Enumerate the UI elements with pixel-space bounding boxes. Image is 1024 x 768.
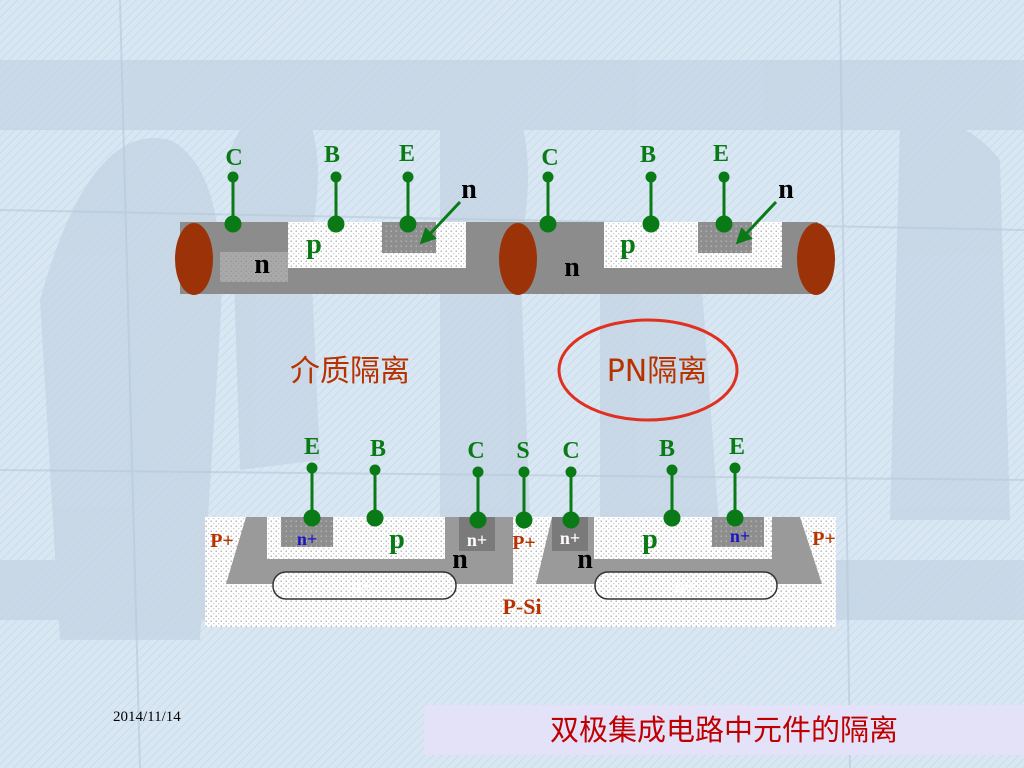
isolation-dielectric-middle — [499, 223, 537, 295]
terminal-b-label: B — [324, 142, 340, 168]
terminal-b-label: B — [659, 436, 675, 462]
top-left-transistor — [180, 222, 520, 294]
slide-title: 双极集成电路中元件的隔离 — [549, 713, 898, 747]
terminal-e-label: E — [304, 434, 320, 460]
p-plus-isolation-label: P+ — [210, 530, 234, 552]
terminal-e-label: E — [713, 141, 729, 167]
terminal-c-label: C — [541, 145, 558, 171]
n-region-label: n — [254, 249, 270, 280]
p-plus-isolation-label: P+ — [512, 532, 536, 554]
terminal-b-label: B — [640, 142, 656, 168]
terminal-c-label: C — [467, 438, 484, 464]
terminal-s-label: S — [516, 438, 529, 464]
n-plus-collector-label: n+ — [560, 528, 580, 548]
n-region-label: n — [577, 544, 593, 575]
emitter-n-label: n — [778, 174, 794, 205]
terminal-c-label: C — [562, 438, 579, 464]
p-base-region — [288, 222, 466, 268]
terminal-e-label: E — [729, 434, 745, 460]
n-region-label: n — [564, 252, 580, 283]
pn-isolation-highlight-circle — [557, 318, 739, 422]
n-plus-emitter-label: n+ — [730, 526, 750, 546]
terminal-b-label: B — [370, 436, 386, 462]
p-region-label: p — [306, 229, 322, 260]
n-plus-emitter-label: n+ — [297, 529, 317, 549]
p-region-label: p — [620, 229, 636, 260]
p-region-label: p — [389, 524, 405, 555]
isolation-dielectric-left — [175, 223, 213, 295]
terminal-e-label: E — [399, 141, 415, 167]
pn-isolation-label: PN隔离 — [607, 354, 708, 389]
n-plus-collector-label: n+ — [467, 530, 487, 550]
footer-date: 2014/11/14 — [113, 709, 181, 725]
n-region-label: n — [452, 544, 468, 575]
dielectric-isolation-diagram: C B E C B E p p n n n n 介质隔离 PN隔离 — [175, 141, 835, 422]
substrate-label: P-Si — [502, 594, 541, 619]
pn-isolation-diagram: E B C S C B E p p P+ P+ P+ P-Si n+ n+ n+… — [205, 434, 836, 627]
p-plus-isolation-label: P+ — [812, 528, 836, 550]
dielectric-isolation-label: 介质隔离 — [290, 354, 410, 389]
top-right-transistor — [518, 222, 818, 294]
terminal-c-label: C — [225, 145, 242, 171]
p-region-label: p — [642, 524, 658, 555]
buried-n-plus-label: n+ — [675, 576, 695, 596]
buried-n-plus-label: n+ — [352, 576, 372, 596]
buried-n-plus-layer — [594, 571, 778, 600]
p-base-region — [604, 222, 782, 268]
buried-n-plus-layer — [272, 571, 457, 600]
footer-title-box — [424, 705, 1024, 755]
emitter-n-label: n — [461, 174, 477, 205]
isolation-dielectric-right — [797, 223, 835, 295]
